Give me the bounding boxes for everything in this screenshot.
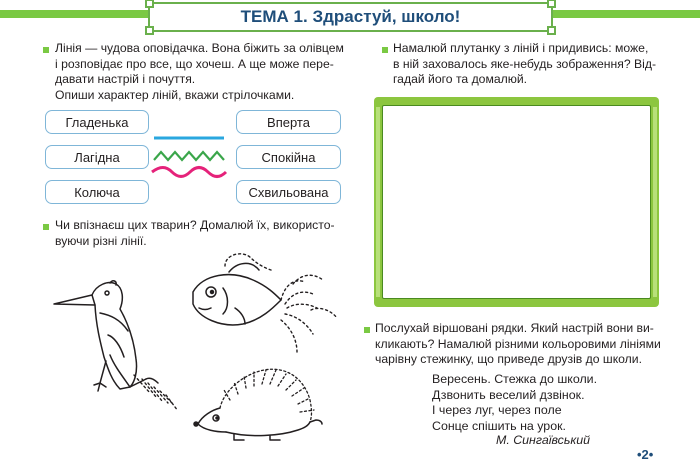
- poem-line: Вересень. Стежка до школи.: [432, 372, 598, 386]
- task4-line: Послухай віршовані рядки. Який настрій в…: [375, 321, 654, 335]
- page-title-text: ТЕМА 1. Здрастуй, школо!: [240, 7, 461, 26]
- task2-line: вуючи різні лінії.: [55, 233, 147, 248]
- poem-author: М. Сингаївський: [496, 433, 591, 447]
- poem-line: Дзвонить веселий дзвінок.: [432, 387, 585, 402]
- word-lahidna[interactable]: Лагідна: [45, 145, 149, 169]
- task4-line: кликають? Намалюй різними кольоровими лі…: [375, 336, 661, 351]
- task4-text: Послухай віршовані рядки. Який настрій в…: [375, 321, 675, 368]
- drawing-area[interactable]: [382, 105, 651, 299]
- word-koliucha[interactable]: Колюча: [45, 180, 149, 204]
- task1-line: Лінія — чудова оповідачка. Вона біжить з…: [55, 41, 344, 55]
- task3-text: Намалюй плутанку з ліній і придивись: мо…: [393, 41, 693, 88]
- bullet-task2: [43, 224, 49, 230]
- word-skhvylovana[interactable]: Схвильована: [236, 180, 341, 204]
- hedgehog-drawing[interactable]: [190, 360, 340, 445]
- bullet-task1: [43, 47, 49, 53]
- page-title: ТЕМА 1. Здрастуй, школо!: [145, 0, 556, 35]
- poem: Вересень. Стежка до школи. Дзвонить весе…: [432, 372, 597, 434]
- header-band-right: [553, 10, 700, 18]
- poem-line: Сонце спішить на урок.: [432, 418, 566, 433]
- word-vperta[interactable]: Вперта: [236, 110, 341, 134]
- task3-line: в ній заховалось яке-небудь зображення? …: [393, 56, 657, 71]
- poem-line: І через луг, через поле: [432, 403, 562, 418]
- drawing-frame: [374, 97, 659, 307]
- task2-line: Чи впізнаєш цих тварин? Домалюй їх, вико…: [55, 218, 335, 232]
- page-number: •2•: [637, 447, 654, 462]
- fish-drawing[interactable]: [185, 248, 345, 363]
- task1-text: Лінія — чудова оповідачка. Вона біжить з…: [55, 41, 355, 103]
- header-band-left: [0, 10, 148, 18]
- task1-line: і розповідає про все, що хочеш. А ще мож…: [55, 56, 334, 71]
- woodpecker-drawing[interactable]: [50, 275, 185, 425]
- task3-line: Намалюй плутанку з ліній і придивись: мо…: [393, 41, 649, 55]
- wavy-line-sample: [151, 166, 228, 178]
- bullet-task4: [364, 327, 370, 333]
- word-gladenka[interactable]: Гладенька: [45, 110, 149, 134]
- task1-line: Опиши характер ліній, вкажи стрілочками.: [55, 87, 295, 102]
- zigzag-line-sample: [153, 150, 225, 162]
- word-spokiina[interactable]: Спокійна: [236, 145, 341, 169]
- task3-line: гадай його та домалюй.: [393, 72, 528, 86]
- line-samples: [151, 136, 228, 178]
- bullet-task3: [382, 47, 388, 53]
- task1-line: давати настрій і почуття.: [55, 72, 196, 86]
- task4-line: чарівну стежинку, що приведе друзів до ш…: [375, 352, 642, 366]
- task2-text: Чи впізнаєш цих тварин? Домалюй їх, вико…: [55, 218, 355, 249]
